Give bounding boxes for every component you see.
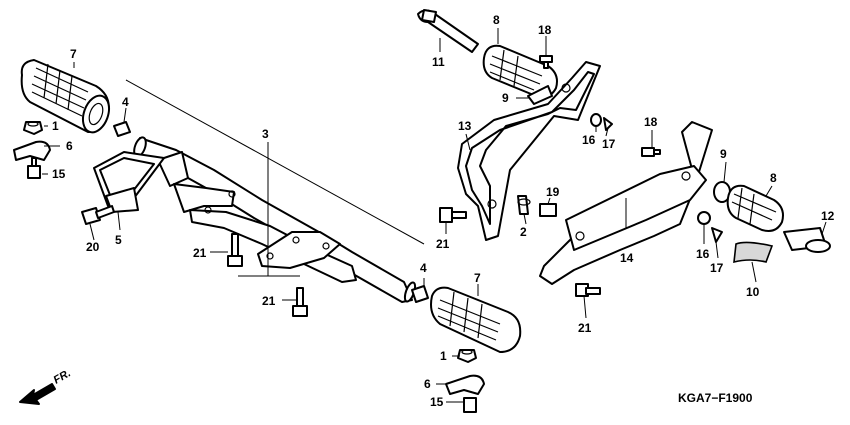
- diagram-reference-code: KGA7−F1900: [678, 391, 753, 405]
- washer-right-upper: [527, 85, 553, 105]
- callout-15-left-lower: 15: [430, 395, 444, 409]
- bolt-main-a: [227, 233, 243, 267]
- callout-5-guard: 5: [115, 233, 122, 247]
- callout-4-left-lower: 4: [420, 261, 427, 275]
- clip-left-lower: [445, 374, 485, 395]
- callout-1-left-upper: 1: [52, 119, 59, 133]
- callout-13-bracket: 13: [458, 119, 472, 133]
- bolt-left-lower: [463, 397, 477, 413]
- footpeg-bracket-14: [539, 121, 713, 285]
- footpeg-rubber-right-lower: [726, 184, 784, 232]
- callout-7-left-upper: 7: [70, 47, 77, 61]
- callout-numbers: 7 4 1 6 15 3 5 20 21 21 4 7 1 6 15 11 8 …: [52, 13, 835, 409]
- collar-left-lower: [411, 285, 429, 303]
- callout-9-right-lower: 9: [720, 147, 727, 161]
- callout-4-left-upper: 4: [122, 95, 129, 109]
- nut-left-lower: [457, 349, 477, 363]
- front-direction-label: FR.: [52, 367, 73, 386]
- callout-18-right-upper: 18: [538, 23, 552, 37]
- callout-6-left-lower: 6: [424, 377, 431, 391]
- callout-19-bolt: 19: [546, 185, 560, 199]
- callout-11-pin: 11: [432, 55, 445, 69]
- bolt-18-right: [641, 147, 661, 157]
- bolt-left-upper: [27, 157, 41, 179]
- washer-16-upper: [590, 113, 602, 127]
- callout-18-right-lower: 18: [644, 115, 658, 129]
- callout-9-right-upper: 9: [502, 91, 509, 105]
- bolt-right-upper: [539, 55, 553, 69]
- bolt-guard: [81, 205, 115, 225]
- callout-14-bracket: 14: [620, 251, 634, 265]
- washer-16-lower: [697, 211, 711, 225]
- callout-15-left-upper: 15: [52, 167, 66, 181]
- spring-2: [517, 195, 531, 215]
- callout-21-main-b: 21: [262, 294, 276, 308]
- bolt-21-lower-right: [575, 283, 601, 297]
- callout-10-plate: 10: [746, 285, 760, 299]
- pivot-pin-12: [783, 227, 831, 253]
- footpeg-rubber-left-lower: [430, 286, 522, 353]
- callout-21-lower-right: 21: [578, 321, 592, 335]
- collar-left-upper: [113, 121, 131, 137]
- callout-17-upper: 17: [602, 137, 616, 151]
- callout-16-upper: 16: [582, 133, 596, 147]
- bolt-21-bracket: [439, 207, 467, 223]
- callout-8-right-upper: 8: [493, 13, 500, 27]
- pivot-pin-upper: [417, 9, 479, 53]
- callout-1-left-lower: 1: [440, 349, 447, 363]
- bolt-19: [539, 203, 557, 217]
- callout-12-pin: 12: [821, 209, 835, 223]
- callout-2-spring: 2: [520, 225, 527, 239]
- clip-17-upper: [603, 117, 613, 131]
- leader-lines: [42, 28, 827, 403]
- front-direction-indicator: FR.: [19, 367, 73, 405]
- footpeg-rubber-right-upper: [482, 44, 558, 98]
- front-arrow-icon: [19, 383, 56, 405]
- callout-3-main-bar: 3: [262, 127, 269, 141]
- callout-21-main-a: 21: [193, 246, 207, 260]
- callout-8-right-lower: 8: [770, 171, 777, 185]
- callout-7-left-lower: 7: [474, 271, 481, 285]
- nut-left-upper: [23, 121, 43, 135]
- callout-6-left-upper: 6: [66, 139, 73, 153]
- clip-17-lower: [711, 227, 723, 243]
- callout-16-lower: 16: [696, 247, 710, 261]
- callout-20-bolt: 20: [86, 240, 100, 254]
- bolt-main-b: [292, 287, 308, 317]
- footpeg-rubber-left-upper: [20, 59, 111, 134]
- cover-plate-10: [733, 241, 774, 264]
- heel-guard-left: [93, 151, 165, 213]
- main-step-bar: [133, 136, 417, 303]
- callout-21-bracket: 21: [436, 237, 450, 251]
- footpeg-bracket-13: [457, 61, 601, 241]
- callout-17-lower: 17: [710, 261, 724, 275]
